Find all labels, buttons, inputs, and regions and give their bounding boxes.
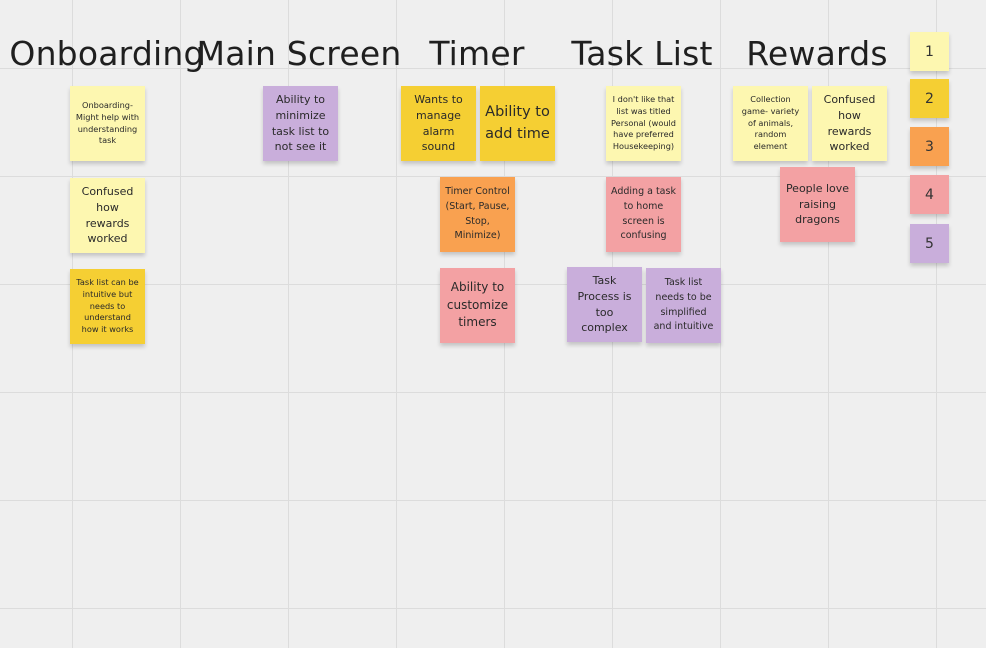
sticky-note-text: Task list needs to be simplified and int…: [653, 277, 714, 333]
sticky-note-text: Collection game- variety of animals, ran…: [741, 94, 800, 151]
sticky-note-text: Confused how rewards worked: [81, 184, 134, 246]
sticky-note[interactable]: I don't like that list was titled Person…: [606, 86, 681, 161]
sticky-note-text: Wants to manage alarm sound: [414, 92, 463, 154]
sticky-note[interactable]: Ability to add time: [480, 86, 555, 161]
legend-key-label: 1: [925, 43, 934, 60]
legend-key-1[interactable]: 1: [910, 32, 949, 71]
sticky-note[interactable]: People love raising dragons: [780, 167, 855, 242]
sticky-note-text: Ability to minimize task list to not see…: [271, 92, 330, 154]
sticky-note-text: People love raising dragons: [785, 181, 850, 227]
sticky-note-text: Task list can be intuitive but needs to …: [76, 277, 139, 334]
sticky-note-text: Adding a task to home screen is confusin…: [611, 186, 676, 242]
legend-key-4[interactable]: 4: [910, 175, 949, 214]
sticky-note-text: Ability to add time: [485, 104, 550, 142]
sticky-note-text: I don't like that list was titled Person…: [611, 94, 676, 151]
sticky-note[interactable]: Timer Control (Start, Pause, Stop, Minim…: [440, 177, 515, 252]
column-title-onboarding[interactable]: Onboarding: [9, 34, 205, 73]
legend-key-label: 3: [925, 138, 934, 155]
sticky-note[interactable]: Task list needs to be simplified and int…: [646, 268, 721, 343]
legend-key-label: 5: [925, 235, 934, 252]
column-title-timer[interactable]: Timer: [429, 34, 525, 73]
sticky-note[interactable]: Ability to minimize task list to not see…: [263, 86, 338, 161]
sticky-note-text: Timer Control (Start, Pause, Stop, Minim…: [445, 186, 510, 242]
sticky-note-text: Ability to customize timers: [446, 280, 509, 330]
column-title-main-screen[interactable]: Main Screen: [196, 34, 402, 73]
sticky-note-text: Task Process is too complex: [577, 273, 632, 335]
sticky-note[interactable]: Confused how rewards worked: [812, 86, 887, 161]
sticky-note[interactable]: Confused how rewards worked: [70, 178, 145, 253]
sticky-note[interactable]: Task Process is too complex: [567, 267, 642, 342]
column-title-task-list[interactable]: Task List: [571, 34, 713, 73]
legend-key-2[interactable]: 2: [910, 79, 949, 118]
column-title-rewards[interactable]: Rewards: [746, 34, 888, 73]
sticky-note[interactable]: Collection game- variety of animals, ran…: [733, 86, 808, 161]
sticky-note[interactable]: Adding a task to home screen is confusin…: [606, 177, 681, 252]
legend-key-5[interactable]: 5: [910, 224, 949, 263]
sticky-note-text: Confused how rewards worked: [823, 92, 876, 154]
sticky-note[interactable]: Ability to customize timers: [440, 268, 515, 343]
sticky-note[interactable]: Task list can be intuitive but needs to …: [70, 269, 145, 344]
sticky-note[interactable]: Wants to manage alarm sound: [401, 86, 476, 161]
legend-key-label: 4: [925, 186, 934, 203]
sticky-note-text: Onboarding- Might help with understandin…: [75, 100, 140, 146]
legend-key-3[interactable]: 3: [910, 127, 949, 166]
legend-key-label: 2: [925, 90, 934, 107]
sticky-note[interactable]: Onboarding- Might help with understandin…: [70, 86, 145, 161]
